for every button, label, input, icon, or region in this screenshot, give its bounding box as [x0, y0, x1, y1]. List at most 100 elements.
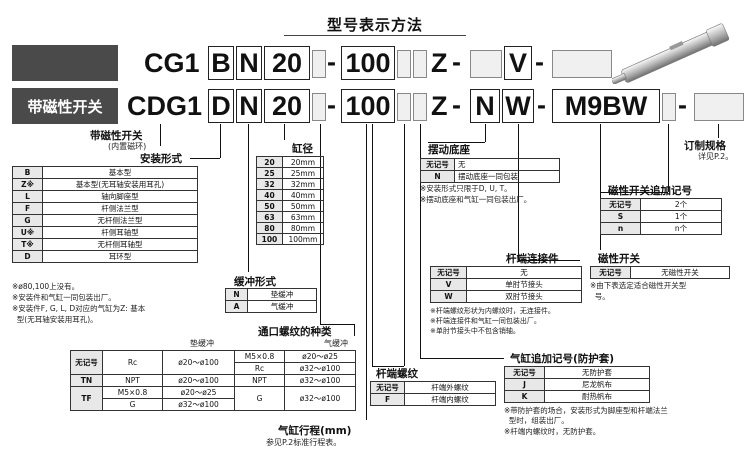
port-head-right: 气缓冲	[324, 339, 348, 348]
table-row: Z※基本型(无耳轴安装用耳孔)	[12, 178, 198, 191]
leader-line	[600, 124, 601, 250]
series-code-switch: CDG1	[127, 91, 203, 121]
table-row: 无记号无	[420, 158, 560, 171]
leader-line	[220, 124, 221, 158]
special-title: 订制规格	[684, 140, 726, 152]
cushion-code-box: N	[236, 89, 262, 123]
switch-type-note: ※由下表选定适合磁性开关型	[590, 281, 687, 290]
leader-line	[485, 124, 486, 142]
pivot-code-box: N	[470, 89, 500, 123]
leader-line	[354, 324, 355, 336]
magnet-switch-title: 带磁性开关	[90, 130, 143, 142]
port-title: 通口螺纹的种类	[258, 326, 332, 338]
table-row: 无记号无防护套	[504, 366, 650, 379]
pivot-title: 摆动底座	[428, 144, 470, 156]
leader-line	[600, 192, 668, 193]
leader-line	[190, 158, 220, 159]
rod-end-code-box: W	[502, 89, 534, 123]
dash: -	[678, 90, 687, 120]
special-note: 详见P.2。	[698, 152, 734, 161]
table-row: 无记号 Rc ø20～ø100 M5×0.8 ø20～ø25	[70, 350, 356, 375]
port-blank	[312, 93, 326, 121]
series-code: CG1	[144, 48, 200, 78]
mounting-note: 型(无耳轴安装用耳孔)。	[12, 315, 98, 324]
title-underline	[284, 35, 466, 36]
dash: -	[452, 47, 461, 77]
bore-code-box: 20	[264, 46, 310, 80]
leader-line	[428, 142, 485, 143]
leader-line	[160, 124, 161, 146]
table-row: 无记号无磁性开关	[590, 266, 730, 279]
special-blank	[552, 50, 612, 78]
leader-line	[420, 358, 504, 359]
stroke-title: 气缸行程(mm)	[278, 425, 352, 437]
port-head-left: 垫缓冲	[190, 339, 214, 348]
leader-line	[284, 124, 285, 140]
stroke-note: 参见P.2标准行程表。	[266, 438, 342, 447]
stroke-code-box: 100	[341, 46, 395, 80]
pivot-note: ※摆动底座和气缸一同包装出厂。	[420, 195, 532, 204]
mounting-title: 安装形式	[140, 153, 182, 165]
dash: -	[537, 90, 546, 120]
special-blank	[694, 93, 744, 121]
switch-code-box: M9BW	[552, 89, 660, 123]
dash: -	[535, 47, 544, 77]
switch-version-label: 带磁性开关	[12, 88, 118, 124]
switch-type-table: 无记号无磁性开关	[590, 266, 730, 279]
rod-thread-blank	[397, 93, 411, 121]
leader-line	[668, 124, 669, 192]
leader-line	[518, 260, 580, 261]
leader-line	[372, 366, 404, 367]
table-row: 无记号无	[430, 266, 582, 279]
pivot-blank	[470, 50, 502, 78]
mounting-note: ※ø80,100上没有。	[12, 282, 80, 291]
rod-thread-title: 杆端螺纹	[376, 368, 418, 380]
rod-end-note: ※杆端螺纹形状为内螺纹时，无连接件。	[430, 307, 555, 315]
table-row: T※无杆侧耳轴型	[12, 238, 198, 251]
mounting-note: ※安装件和气缸一同包装出厂。	[12, 293, 116, 302]
rod-end-title: 杆端连接件	[506, 253, 559, 265]
boot-note: ※带防护套的场合，安装形式为脚座型和杆端法兰	[504, 406, 668, 415]
model-prefix-box	[12, 45, 118, 81]
z-code: Z	[431, 91, 448, 121]
rod-end-note: ※单肘节接头中不包含销轴。	[430, 327, 520, 335]
cushion-title: 缓冲形式	[234, 276, 276, 288]
switch-type-note: 号。	[590, 292, 610, 301]
leader-line	[518, 124, 519, 260]
boot-title: 气缸追加记号(防护套)	[510, 353, 615, 365]
cylinder-product-image	[612, 23, 730, 84]
rod-end-code-box: V	[504, 46, 532, 80]
boot-note: ※杆端内螺纹时，无防护套。	[504, 427, 601, 436]
boot-blank	[413, 50, 427, 78]
leader-line	[718, 124, 719, 138]
page-title: 型号表示方法	[326, 16, 423, 34]
boot-note: 型时，组装出厂。	[504, 416, 569, 425]
table-row: U※杆侧耳轴型	[12, 226, 198, 239]
leader-line	[404, 124, 405, 366]
rod-thread-blank	[397, 50, 411, 78]
